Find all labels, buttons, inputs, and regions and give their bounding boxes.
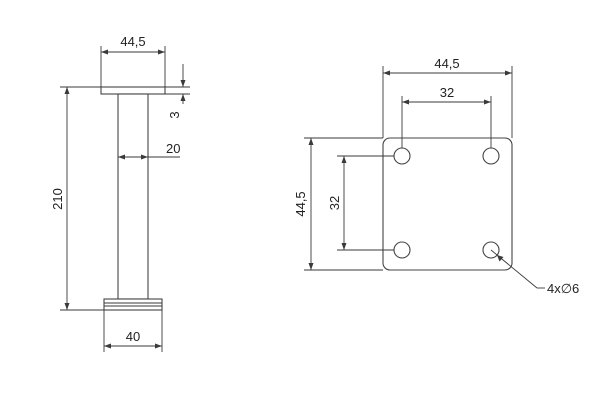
top-plate (100, 86, 166, 95)
dim-tube-diameter: 20 (118, 141, 180, 160)
dim-label-plate-width-top: 44,5 (434, 56, 459, 71)
tube (117, 93, 149, 300)
dim-base-width: 40 (103, 310, 163, 352)
dim-label-base-width: 40 (126, 329, 140, 344)
dim-height: 210 (50, 86, 104, 311)
dim-label-tube-diameter: 20 (166, 141, 180, 156)
hole-bottom-left (393, 241, 411, 259)
dim-hole-spacing-y: 32 (327, 155, 394, 251)
hole-callout-label: 4x∅6 (547, 281, 579, 296)
base-plate (103, 298, 163, 311)
mounting-plate (382, 137, 513, 271)
dim-label-plate-thickness: 3 (167, 111, 182, 118)
dim-label-height: 210 (50, 188, 65, 210)
dim-plate-height: 44,5 (293, 137, 383, 271)
top-view: 44,5 32 44,5 32 (293, 56, 579, 296)
dim-plate-width-top: 44,5 (382, 56, 513, 138)
dim-hole-spacing-x: 32 (401, 85, 492, 148)
dim-plate-thickness: 3 (165, 64, 190, 119)
hole-top-left (393, 147, 411, 165)
dim-label-plate-width-side: 44,5 (120, 34, 145, 49)
dim-label-hole-spacing-y: 32 (327, 196, 342, 210)
dim-label-plate-height: 44,5 (293, 191, 308, 216)
dim-label-hole-spacing-x: 32 (440, 85, 454, 100)
hole-callout: 4x∅6 (490, 249, 579, 296)
side-view: 44,5 3 210 20 (50, 34, 190, 352)
hole-top-right (482, 147, 500, 165)
dim-plate-width-side: 44,5 (100, 34, 166, 87)
